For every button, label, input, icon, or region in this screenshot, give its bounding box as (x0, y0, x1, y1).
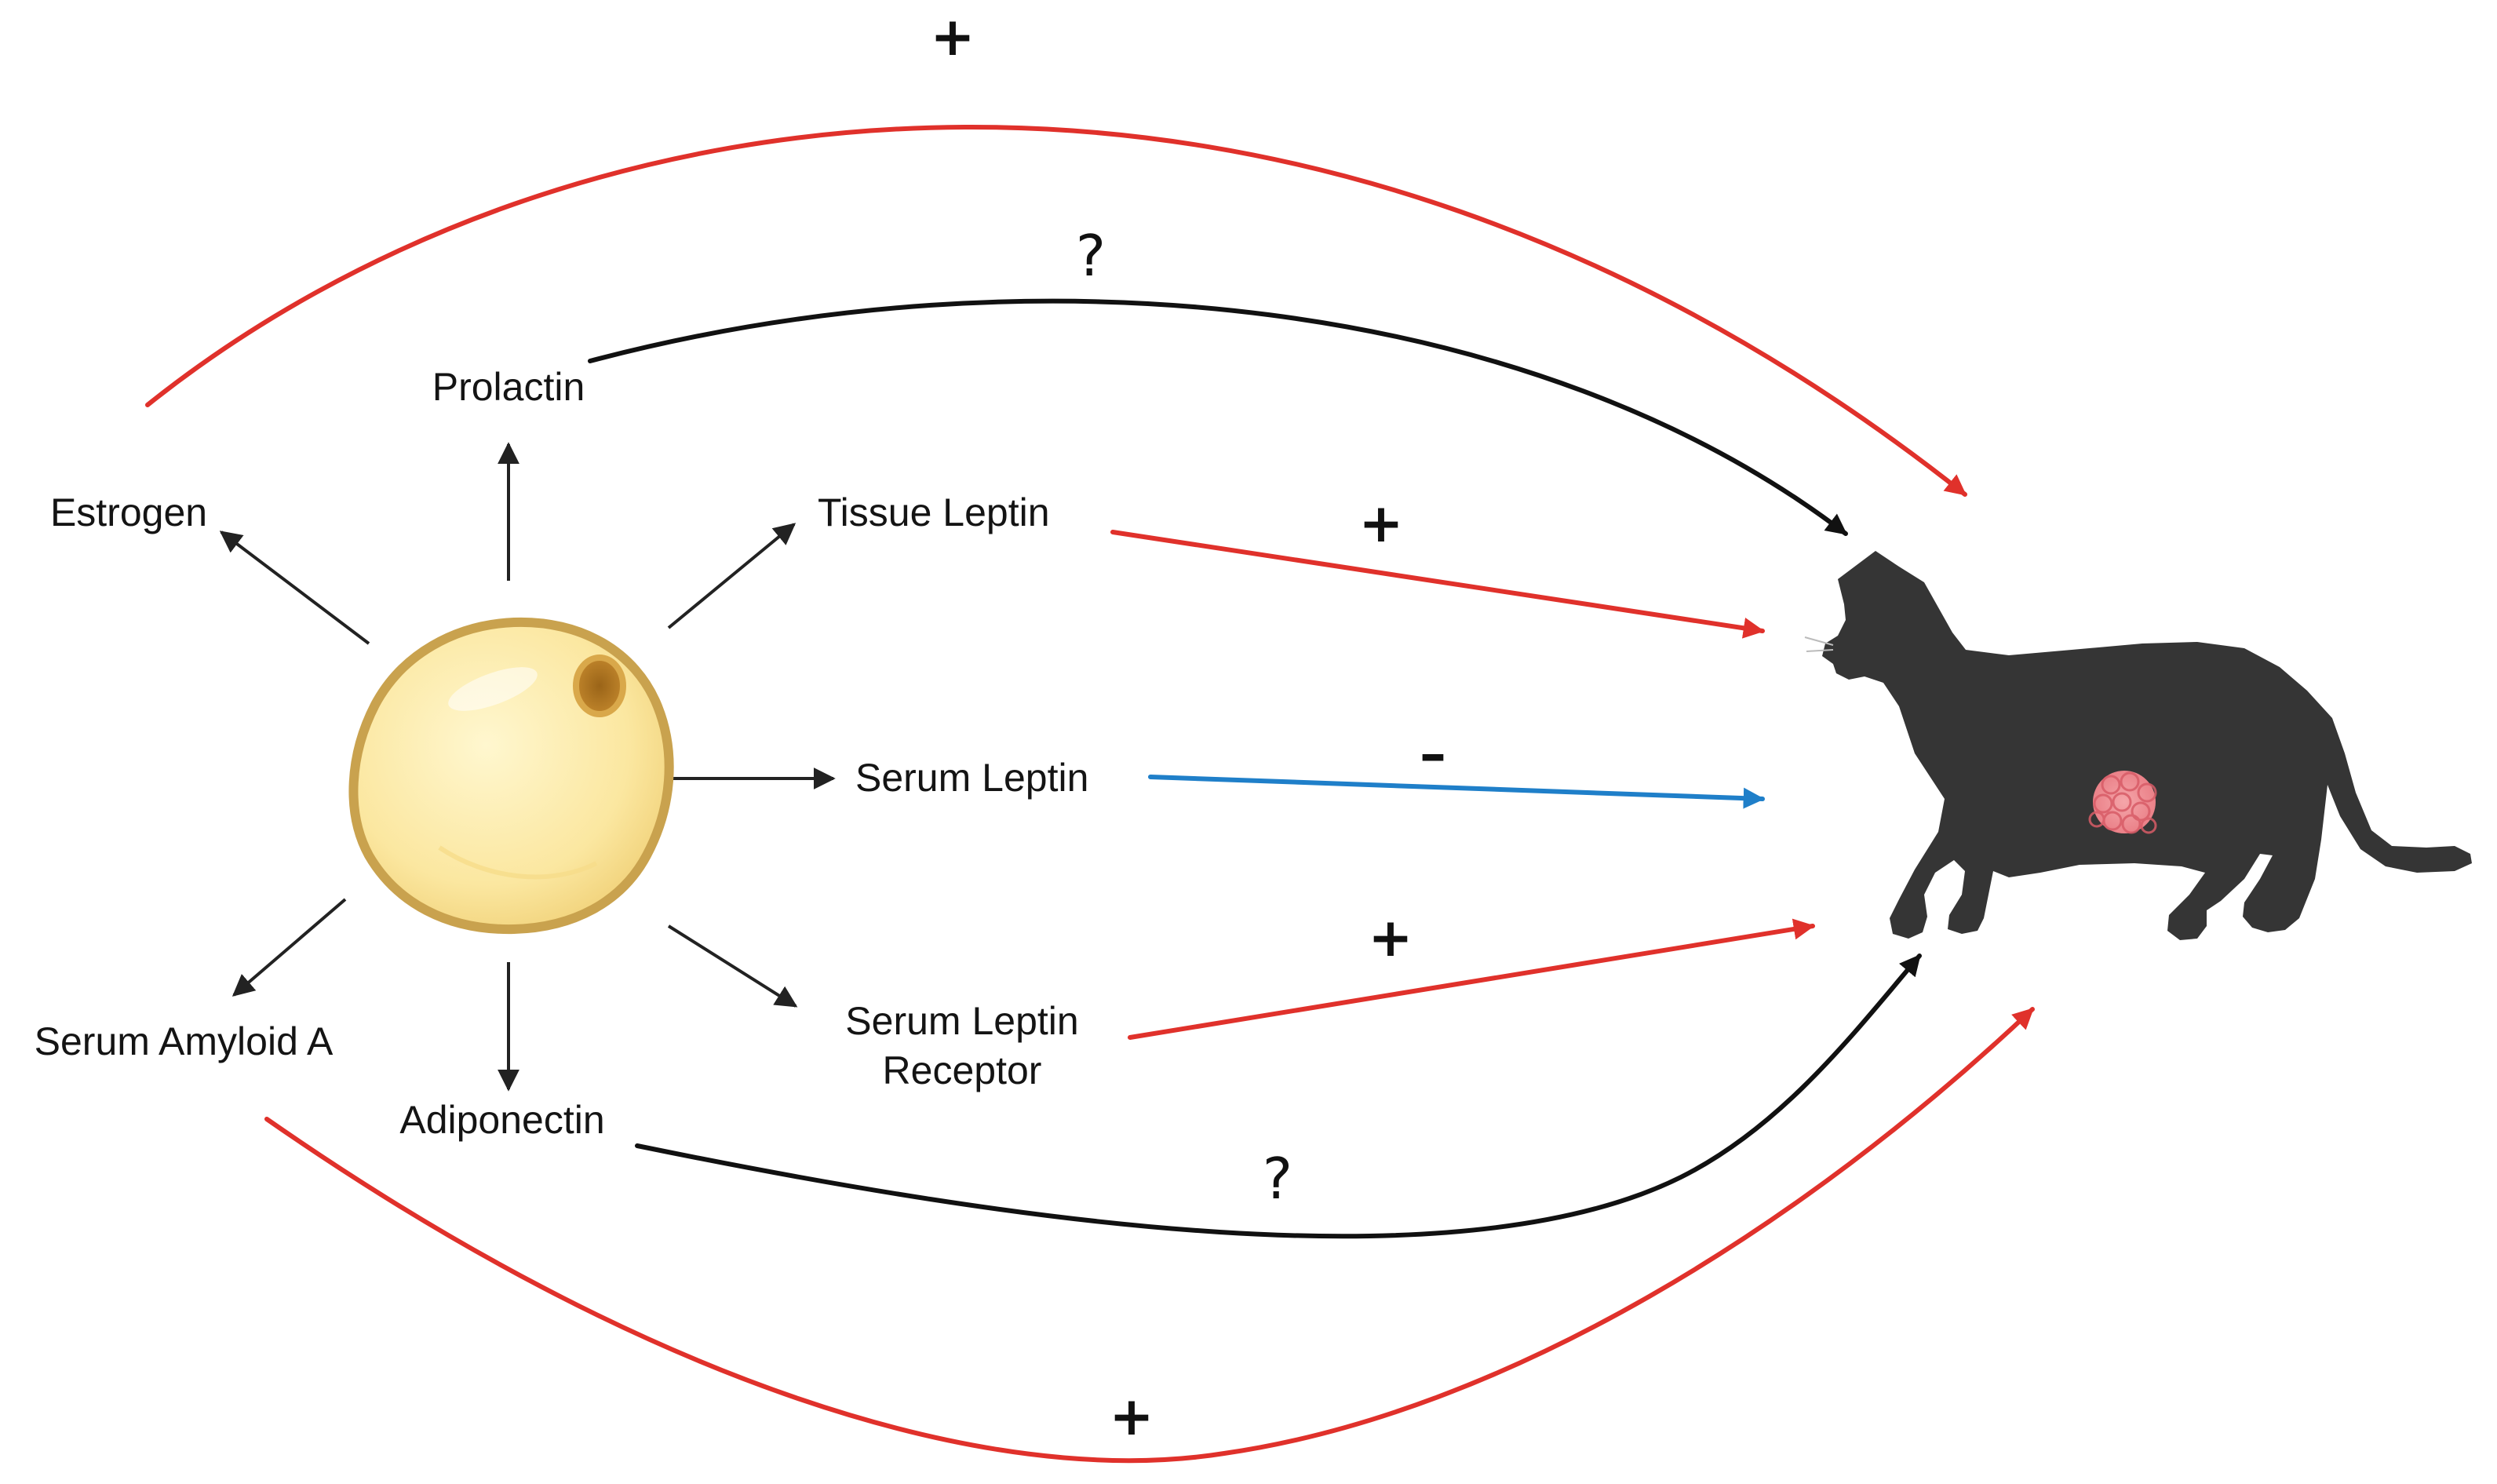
prolactin-effect-arrow (588, 298, 1848, 536)
label-serum-leptin-receptor-line2: Receptor (882, 1048, 1042, 1092)
serum-amyloid-a-effect-sign: + (1109, 1386, 1154, 1448)
cat-silhouette (1822, 551, 2472, 940)
cat-icon (1804, 551, 2472, 940)
arrow-to-serum-leptin-receptor (667, 924, 798, 1008)
label-serum-leptin-receptor: Serum Leptin Receptor (845, 997, 1078, 1095)
serum-leptin-receptor-effect-sign: + (1368, 907, 1413, 969)
mammary-tumor-icon (2088, 771, 2157, 834)
estrogen-effect-arrow (145, 125, 1967, 497)
prolactin-effect-sign: ? (1075, 223, 1106, 289)
label-serum-amyloid-a: Serum Amyloid A (34, 1019, 334, 1063)
adiponectin-effect-arrow (635, 953, 1922, 1239)
estrogen-effect-sign: + (930, 6, 975, 68)
secretion-arrows (219, 442, 836, 1092)
adipocyte-icon (348, 617, 674, 935)
cat-whiskers (1804, 636, 1834, 652)
label-estrogen: Estrogen (49, 490, 208, 534)
serum-leptin-receptor-effect-arrow (1128, 918, 1815, 1040)
label-adiponectin: Adiponectin (399, 1098, 605, 1142)
adipocyte-highlight (448, 667, 538, 711)
tumor-cells (2088, 771, 2157, 834)
arrow-to-serum-amyloid-a (231, 898, 347, 997)
label-prolactin: Prolactin (432, 365, 585, 409)
label-serum-leptin-receptor-line1: Serum Leptin (845, 999, 1079, 1043)
serum-amyloid-a-effect-arrow (264, 1007, 2035, 1464)
label-tissue-leptin: Tissue Leptin (818, 490, 1050, 534)
arrow-to-estrogen (219, 531, 370, 645)
adipocyte-nucleus (573, 654, 626, 717)
label-serum-leptin: Serum Leptin (855, 756, 1089, 800)
tissue-leptin-effect-arrow (1110, 530, 1765, 639)
adipocyte-shine (438, 845, 598, 880)
effect-arrows (145, 125, 2035, 1464)
arrow-to-tissue-leptin (667, 523, 796, 629)
tissue-leptin-effect-sign: + (1358, 493, 1404, 555)
adiponectin-effect-sign: ? (1262, 1146, 1293, 1212)
serum-leptin-effect-sign: – (1420, 724, 1446, 786)
serum-leptin-effect-arrow (1148, 775, 1765, 809)
